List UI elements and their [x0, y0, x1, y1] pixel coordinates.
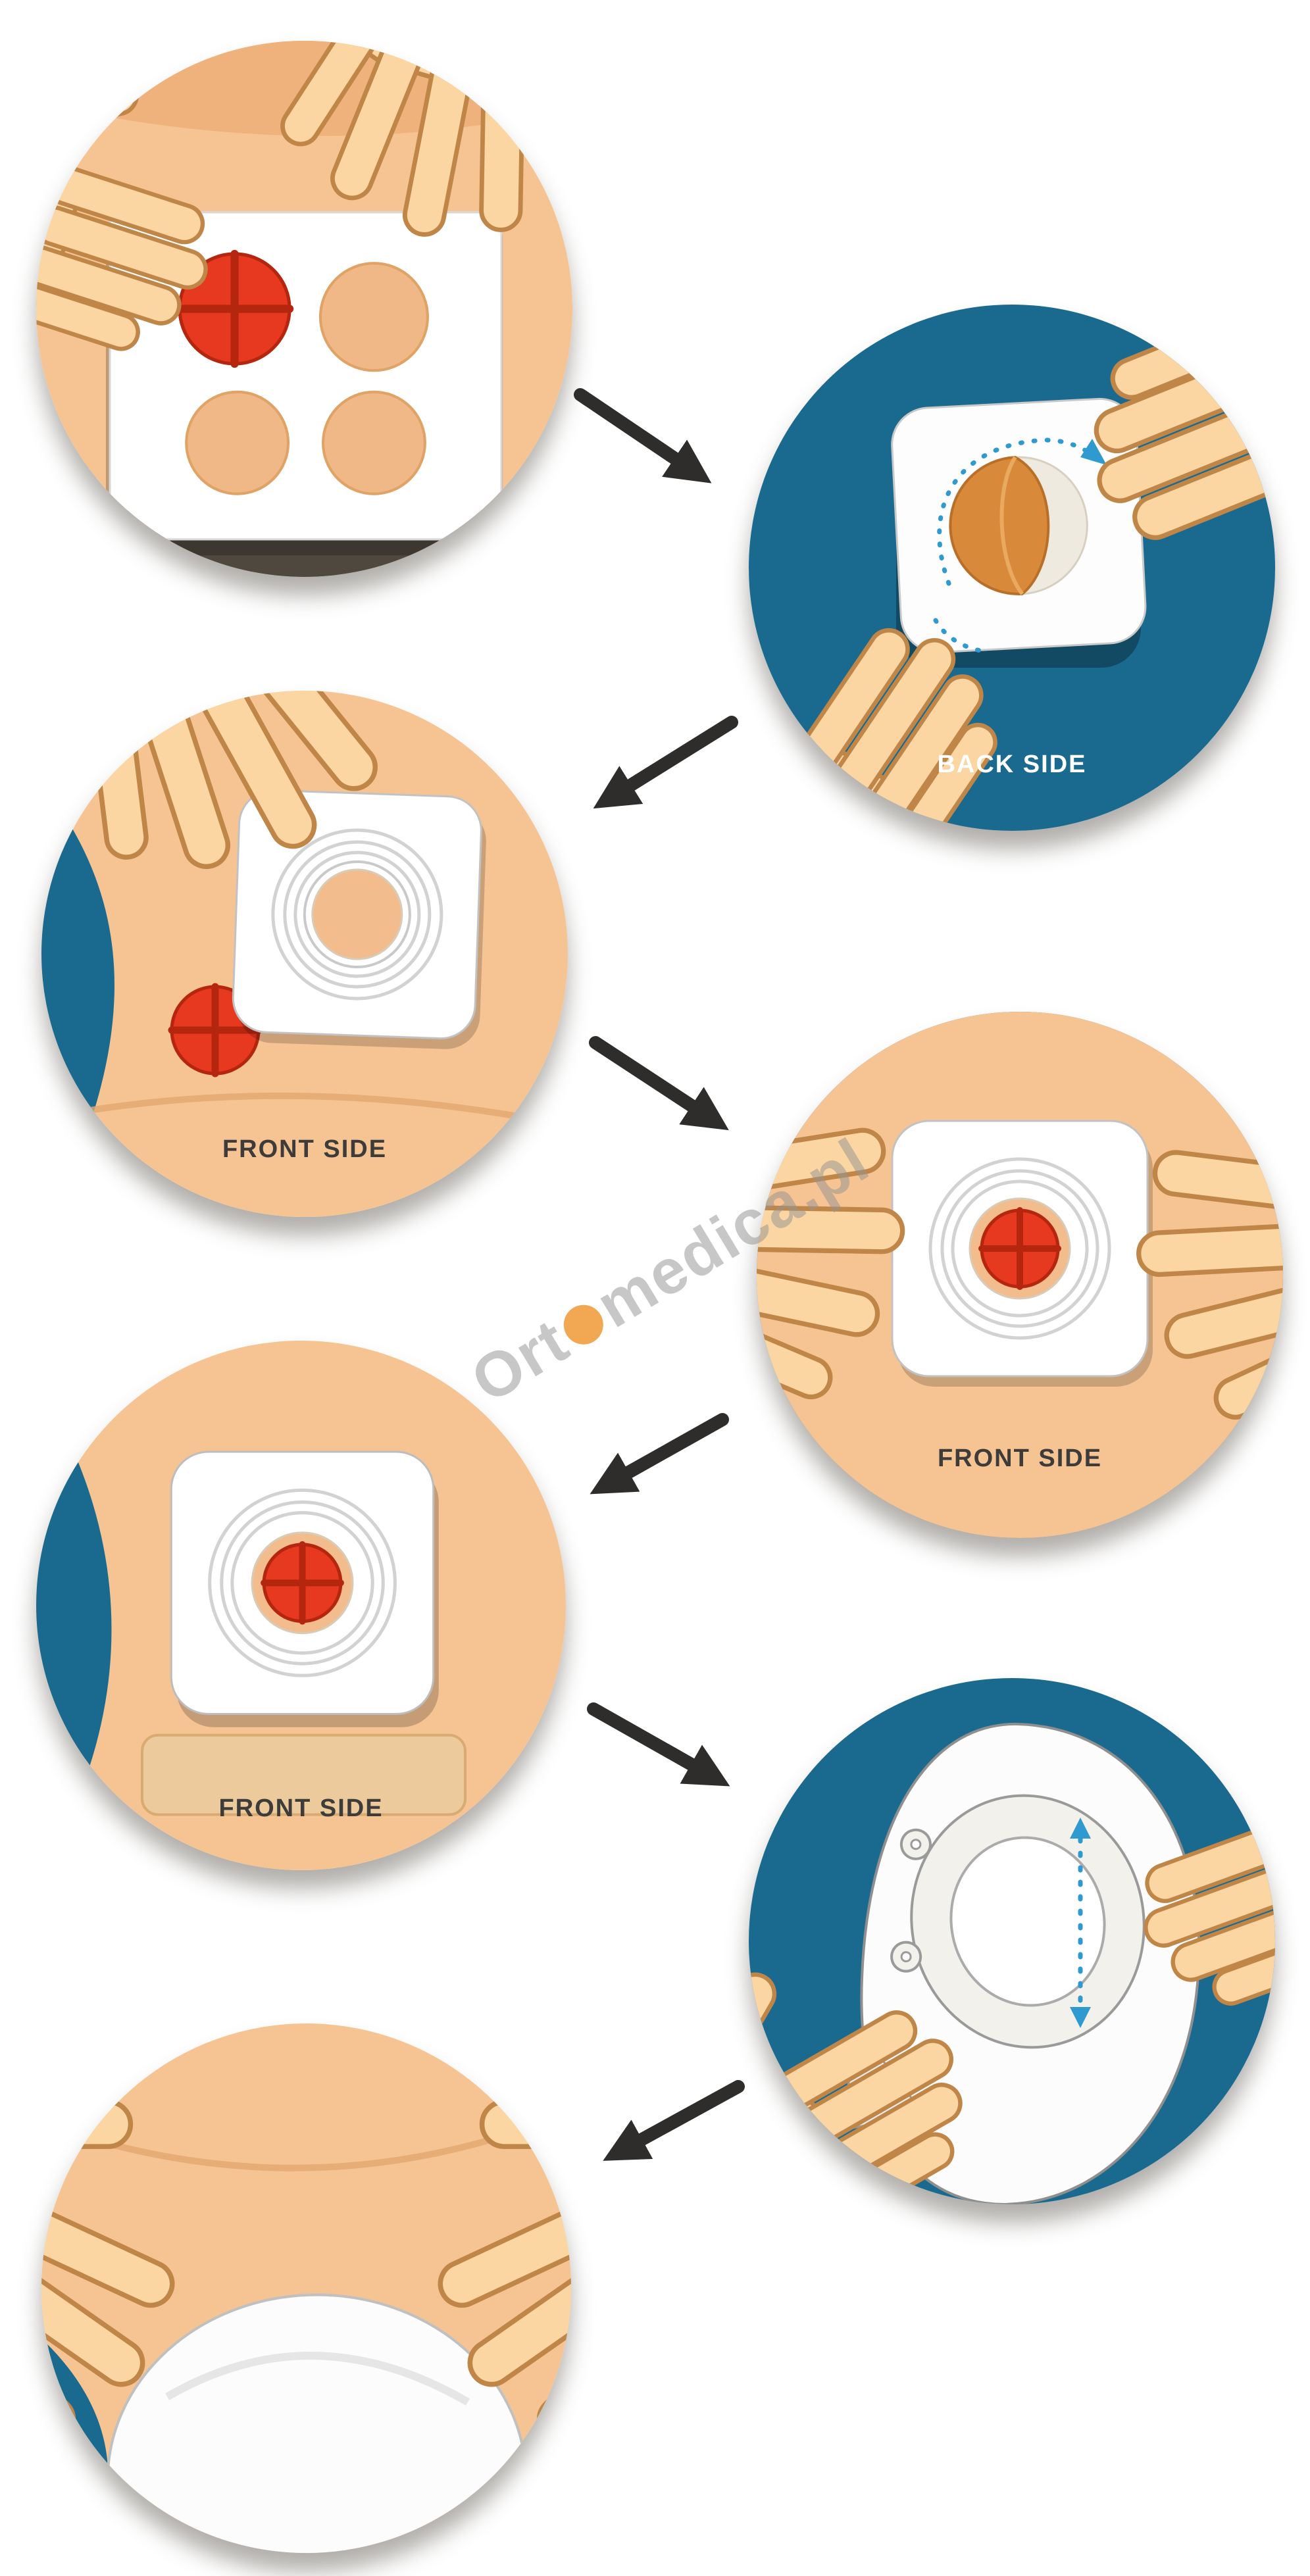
step-2-illustration — [749, 305, 1275, 831]
peeled-backing — [949, 456, 1050, 595]
arrow-step5-step6 — [587, 1702, 730, 1787]
arrow-step6-step7 — [603, 2080, 745, 2161]
skin-crease — [80, 1092, 522, 1120]
arrow-step3-step4 — [589, 1036, 729, 1131]
baseplate-front — [232, 789, 486, 1049]
step-6-circle — [749, 1678, 1275, 2204]
template-holes — [185, 262, 429, 495]
step-1-circle — [36, 41, 572, 577]
arrow-step4-step5 — [590, 1413, 729, 1495]
step-1-illustration — [36, 41, 572, 577]
step-3-circle: FRONT SIDE — [41, 691, 568, 1217]
step-5-label: FRONT SIDE — [218, 1795, 384, 1822]
step-6-illustration — [749, 1678, 1275, 2204]
watermark-text-1: Ort — [459, 1305, 581, 1417]
attach-direction-arrow — [1070, 1818, 1091, 2028]
arrow-step1-step2 — [574, 388, 712, 483]
step-3-illustration — [41, 691, 568, 1217]
stoma — [978, 1207, 1061, 1290]
baseplate-back — [891, 397, 1147, 654]
skin-crease — [113, 2131, 509, 2171]
step-4-circle: FRONT SIDE — [757, 1012, 1283, 1538]
peel-direction-arrow — [933, 437, 1107, 655]
step-5-illustration — [36, 1341, 566, 1870]
flange-ring — [890, 1794, 1146, 2049]
step-4-illustration — [757, 1012, 1283, 1538]
step-3-label: FRONT SIDE — [222, 1135, 388, 1163]
step-2-circle: BACK SIDE — [749, 305, 1275, 831]
stoma — [261, 1541, 344, 1625]
step-2-label: BACK SIDE — [937, 751, 1087, 778]
step-4-label: FRONT SIDE — [937, 1445, 1103, 1472]
arrow-step2-step3 — [593, 716, 738, 809]
step-7-circle — [41, 2023, 571, 2553]
waistband — [140, 1733, 467, 1816]
step-5-circle: FRONT SIDE — [36, 1341, 566, 1870]
step-7-illustration — [41, 2023, 571, 2553]
